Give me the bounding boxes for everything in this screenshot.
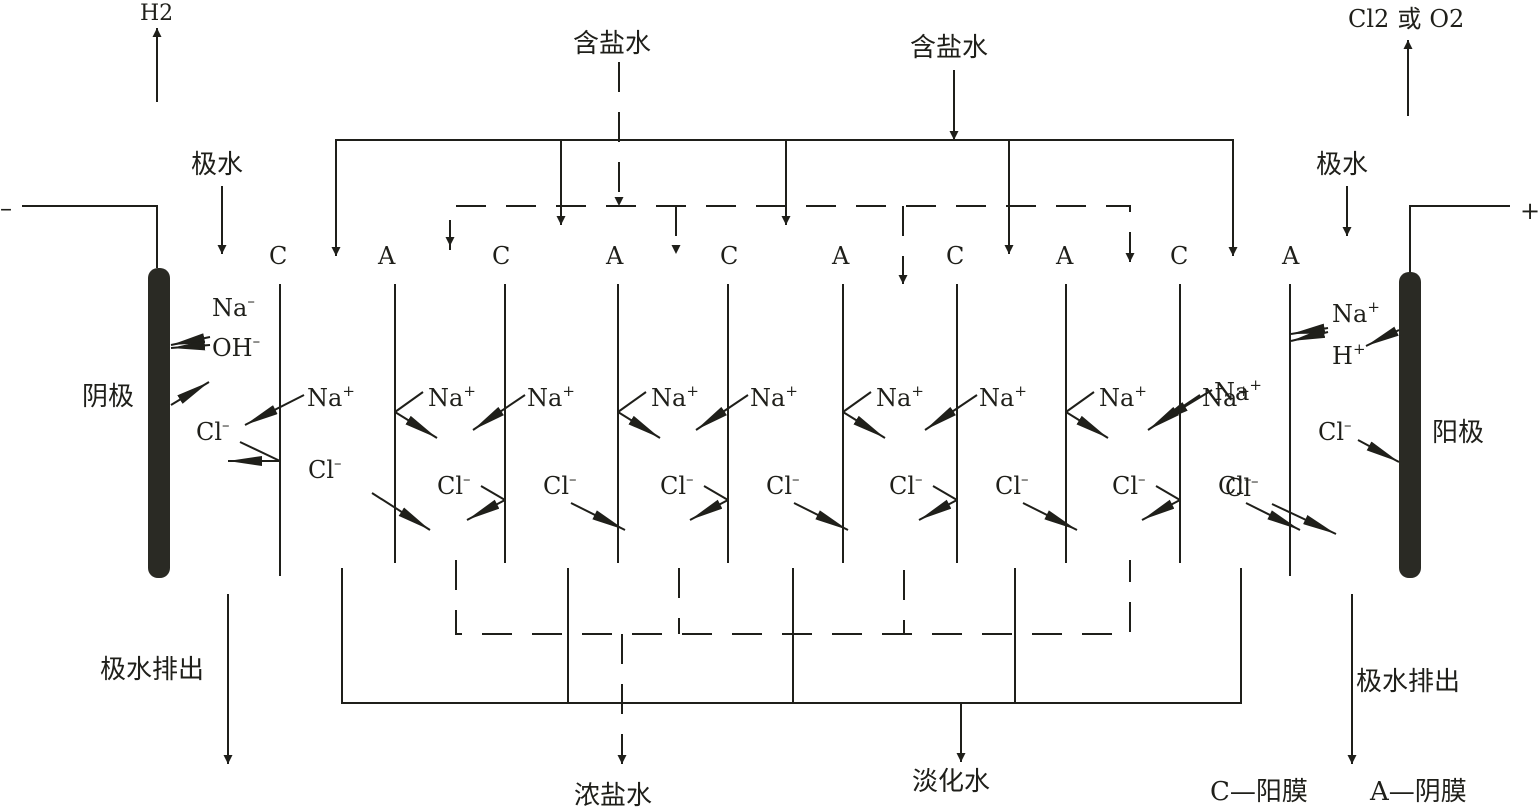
ion-arrow-37 [1065,411,1109,439]
anode-cl-arrow [1357,439,1400,463]
ion-path-21 [703,485,729,501]
cathode-cl-arrow [170,381,210,406]
ion-label-23: Cl– [766,470,800,500]
ion-label-40: Cl– [1112,470,1146,500]
anode-h-ion: H+ [1332,340,1366,370]
ion-label-33: Cl– [995,470,1029,500]
anode-plate [1399,272,1421,578]
cathode-cl-ion: Cl– [196,416,230,446]
legend-cation-membrane: C—阳膜 [1210,777,1308,807]
ion-arrow-12 [466,499,506,521]
salt-water-solid-label: 含盐水 [910,33,988,63]
concentrated-label: 浓盐水 [574,781,652,810]
ion-arrow-32 [918,499,958,521]
dashed-inlet-manifold [449,205,1131,262]
membrane-label-8: A [1055,242,1074,270]
desalinated-manifold [341,568,1242,704]
ion-arrow-48 [1271,503,1337,535]
ion-arrow-22 [689,499,729,521]
ion-path-41 [1155,485,1181,501]
anode-cl-ion: Cl– [1318,416,1352,446]
membrane-label-9: C [1170,242,1188,270]
negative-terminal: – [0,194,12,222]
cl-reject-line-1 [239,441,281,462]
ion-label-13: Cl– [543,470,577,500]
ion-label-15: Na+ [651,382,699,412]
ion-label-35: Na+ [1099,382,1147,412]
ion-path-31 [932,485,958,501]
ion-label-45: Na+ [1214,376,1262,406]
anode-label: 阳极 [1432,418,1484,448]
positive-terminal: + [1520,197,1538,225]
ion-label-20: Cl– [660,470,694,500]
ion-arrow-44 [1245,502,1301,531]
cathode-ion-arrow-2 [170,340,211,351]
ion-label-25: Na+ [876,382,924,412]
ion-path-26 [842,391,872,413]
anode-h-arrow [1365,326,1400,347]
cathode-wire [22,205,158,268]
membrane-label-2: A [377,242,396,270]
ion-label-1: Na+ [307,382,355,412]
ion-arrow-4 [371,492,431,531]
ion-label-38: Na+ [1202,382,1250,412]
ion-label-47: Cl– [1225,472,1259,502]
ion-label-18: Na+ [750,382,798,412]
ion-arrow-14 [570,502,626,531]
membrane-label-7: C [946,242,964,270]
ion-arrow-2 [244,394,305,426]
ion-label-5: Na+ [428,382,476,412]
electrode-water-left-label: 极水 [191,150,243,180]
membrane-label-10: A [1281,242,1300,270]
membrane-label-6: A [831,242,850,270]
ion-arrow-17 [617,411,661,439]
legend-anion-membrane: A—阴膜 [1369,777,1467,807]
membrane-label-3: C [492,242,510,270]
ion-arrow-46 [1155,389,1213,425]
ion-arrow-34 [1022,502,1078,531]
desalinated-label: 淡化水 [912,767,990,797]
ion-arrow-42 [1141,499,1181,521]
anode-na-ion: Na+ [1332,298,1380,328]
electrode-water-right-label: 极水 [1316,150,1368,180]
ion-label-28: Na+ [979,382,1027,412]
ion-label-10: Cl– [437,470,471,500]
ion-arrow-24 [793,502,849,531]
salt-water-dashed-label: 含盐水 [573,29,651,59]
discharge-right-label: 极水排出 [1356,667,1460,697]
ion-label-43: Cl– [1218,470,1252,500]
cathode-plate [148,268,170,578]
ion-label-30: Cl– [889,470,923,500]
h2-gas-label: H2 [140,1,173,26]
ion-label-3: Cl– [308,454,342,484]
cathode-na-ion: Na– [212,292,255,322]
cathode-ion-arrow-1 [170,333,211,346]
membrane-label-5: C [720,242,738,270]
membrane-label-1: C [269,242,287,270]
cathode-label: 阴极 [82,382,134,412]
ion-arrow-29 [924,394,978,431]
cathode-oh-ion: OH– [212,332,260,362]
anode-na-arrow-2 [1290,328,1329,342]
ion-path-36 [1065,391,1095,413]
ion-path-11 [480,485,506,501]
discharge-left-label: 极水排出 [100,655,204,685]
anode-wire [1409,205,1510,272]
ion-arrow-7 [394,411,438,439]
ion-arrow-19 [695,394,749,431]
ion-path-16 [617,391,647,413]
ion-layer: Na+Cl–Na+Na+Cl–Cl–Na+Na+Cl–Cl–Na+Na+Cl–C… [244,376,1337,535]
membrane-label-4: A [605,242,624,270]
ion-arrow-27 [842,411,886,439]
solid-inlet-manifold [335,139,1234,255]
ion-path-6 [394,391,424,413]
concentrated-manifold [455,560,1131,635]
ion-label-8: Na+ [527,382,575,412]
ion-arrow-9 [472,394,526,431]
